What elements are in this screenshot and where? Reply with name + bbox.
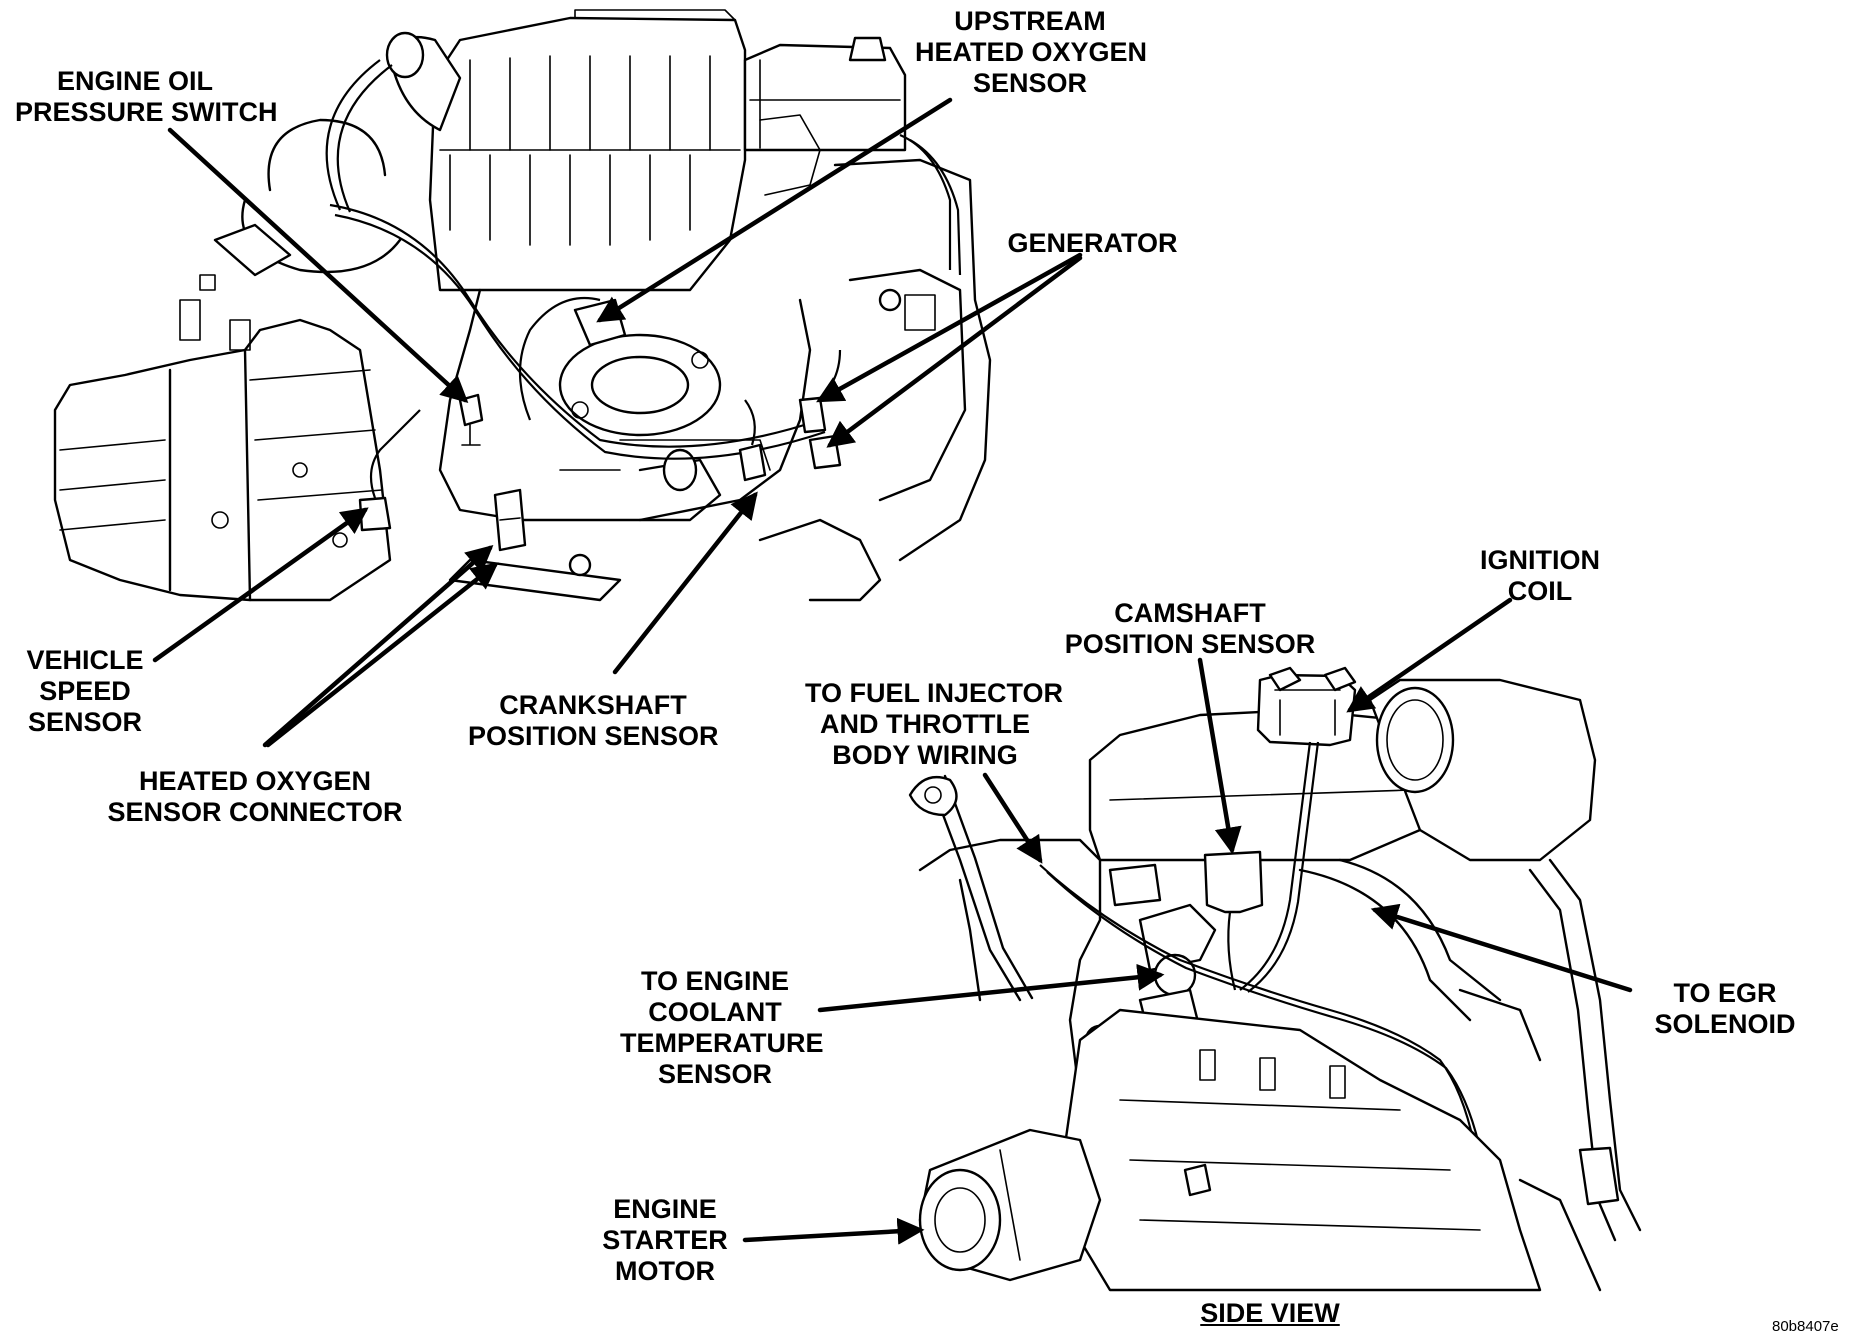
arrow-o2-connector-1 [262, 545, 494, 748]
label-line: IGNITION [1480, 545, 1600, 575]
label-line: SPEED [39, 676, 131, 706]
label-line: MOTOR [615, 1256, 715, 1286]
arrow-coolant-temp [817, 963, 1165, 1013]
arrow-fuel-injector [982, 772, 1043, 864]
arrow-ignition-coil [1346, 597, 1513, 713]
label-line: UPSTREAM [954, 6, 1106, 36]
label-line: COOLANT [648, 997, 782, 1027]
label-side-view: SIDE VIEW [1200, 1298, 1340, 1328]
label-egr-solenoid: TO EGR SOLENOID [1640, 978, 1810, 1040]
label-line: POSITION SENSOR [468, 721, 719, 751]
label-crankshaft-position-sensor: CRANKSHAFT POSITION SENSOR [468, 690, 719, 752]
label-ignition-coil: IGNITION COIL [1470, 545, 1610, 607]
arrow-generator-2 [826, 255, 1083, 448]
label-line: POSITION SENSOR [1064, 629, 1316, 659]
arrow-generator-1 [816, 252, 1083, 403]
side-view-illustration [908, 666, 1642, 1292]
label-generator: GENERATOR [1005, 228, 1180, 259]
label-line: TO EGR [1673, 978, 1777, 1008]
label-line: ENGINE [613, 1194, 717, 1224]
label-line: PRESSURE SWITCH [15, 97, 278, 127]
label-line: HEATED OXYGEN [915, 37, 1148, 67]
leader-arrows [152, 97, 1633, 1245]
label-engine-starter-motor: ENGINE STARTER MOTOR [590, 1194, 740, 1287]
arrow-upstream-o2 [596, 97, 953, 323]
label-line: SENSOR CONNECTOR [107, 797, 403, 827]
label-line: SOLENOID [1654, 1009, 1796, 1039]
label-line: TEMPERATURE [620, 1028, 824, 1058]
label-fuel-injector-wiring: TO FUEL INJECTOR AND THROTTLE BODY WIRIN… [805, 678, 1064, 771]
arrow-starter [742, 1217, 925, 1245]
figure-reference-code: 80b8407e [1772, 1318, 1839, 1335]
label-engine-oil-pressure-switch: ENGINE OIL PRESSURE SWITCH [15, 66, 278, 128]
label-line: COIL [1507, 576, 1573, 606]
arrow-crankshaft [612, 491, 758, 675]
label-coolant-temperature-sensor: TO ENGINE COOLANT TEMPERATURE SENSOR [620, 966, 824, 1090]
arrow-camshaft [1197, 657, 1242, 855]
label-line: VEHICLE [26, 645, 144, 675]
top-engine-illustration [53, 9, 992, 602]
label-line: STARTER [602, 1225, 728, 1255]
label-heated-oxygen-sensor-connector: HEATED OXYGEN SENSOR CONNECTOR [105, 766, 405, 828]
label-line: TO FUEL INJECTOR [805, 678, 1064, 708]
arrow-egr [1370, 903, 1633, 993]
arrow-oil-pressure [167, 127, 469, 404]
arrow-o2-connector-2 [265, 562, 499, 748]
label-line: HEATED OXYGEN [138, 766, 372, 796]
label-upstream-oxygen-sensor: UPSTREAM HEATED OXYGEN SENSOR [915, 6, 1148, 99]
arrow-vehicle-speed [152, 507, 369, 663]
label-line: AND THROTTLE [820, 709, 1030, 739]
label-line: BODY WIRING [832, 740, 1018, 770]
label-camshaft-position-sensor: CAMSHAFT POSITION SENSOR [1060, 598, 1320, 660]
label-line: SENSOR [27, 707, 143, 737]
label-vehicle-speed-sensor: VEHICLE SPEED SENSOR [20, 645, 150, 738]
label-line: TO ENGINE [640, 966, 790, 996]
label-line: GENERATOR [1007, 228, 1178, 258]
label-line: CAMSHAFT [1114, 598, 1266, 628]
label-line: SENSOR [972, 68, 1088, 98]
label-line: SENSOR [657, 1059, 773, 1089]
label-line: ENGINE OIL [56, 66, 213, 96]
label-line: CRANKSHAFT [499, 690, 687, 720]
